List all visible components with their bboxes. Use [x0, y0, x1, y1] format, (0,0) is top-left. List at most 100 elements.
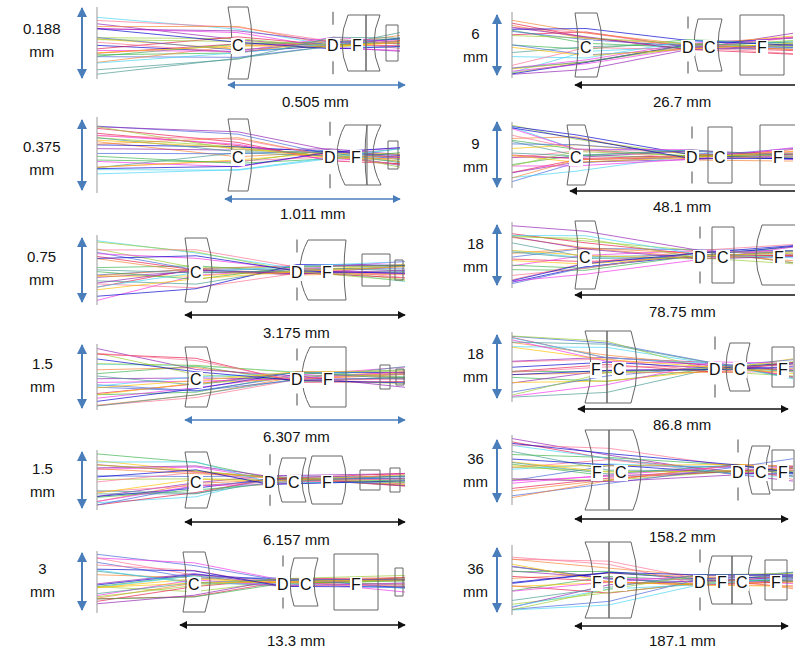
ray [512, 578, 793, 608]
lens-element [585, 542, 609, 618]
lens-element [712, 227, 734, 283]
lens-group [97, 344, 404, 410]
lens-group [97, 450, 400, 510]
lens-letter: F [350, 150, 362, 166]
ray [512, 340, 793, 377]
ray [512, 148, 793, 181]
ray [97, 149, 400, 174]
ray-bundle [97, 554, 405, 603]
size-label: 0.188 mm [23, 17, 61, 64]
lens-element [185, 452, 212, 508]
ray [512, 364, 793, 397]
ray [512, 33, 793, 74]
object-plane [97, 344, 98, 410]
ray [97, 470, 405, 485]
aperture-stop [296, 394, 297, 406]
ray [97, 476, 405, 493]
lens-element [765, 560, 787, 600]
ray [512, 342, 793, 378]
lens-letter: C [613, 575, 627, 591]
lens-element [366, 15, 380, 71]
dimension-label: 187.1 mm [647, 633, 718, 650]
ray [512, 366, 793, 373]
lens-element [380, 365, 390, 389]
ray [512, 37, 793, 71]
ray [512, 128, 793, 159]
lens-element [567, 125, 590, 185]
dimension-label: 86.8 mm [651, 417, 713, 434]
ray [512, 464, 793, 471]
lens-letter: D [681, 40, 695, 56]
object-plane [97, 117, 98, 193]
ray [512, 42, 793, 68]
aperture-stop [332, 61, 333, 74]
ray [97, 261, 405, 300]
dimension-label: 3.175 mm [261, 325, 332, 342]
lens-letter: F [351, 38, 363, 54]
ray [97, 371, 405, 386]
lens-element [609, 430, 641, 510]
ray-bundle [97, 17, 400, 74]
ray [97, 148, 400, 167]
object-plane [512, 545, 513, 615]
ray [97, 475, 405, 493]
aperture-stop [699, 227, 700, 239]
lens-element [302, 347, 346, 407]
ray-bundle [512, 557, 793, 610]
aperture-stop [737, 488, 738, 501]
ray [97, 454, 405, 485]
aperture-stop [329, 122, 330, 136]
aperture-stop [296, 288, 297, 301]
aperture-stop [691, 172, 692, 184]
size-label: 0.75 mm [27, 245, 56, 292]
ray [97, 473, 405, 505]
ray [512, 362, 793, 395]
lens-group [512, 122, 795, 188]
object-plane [97, 551, 98, 613]
dimension-label: 6.157 mm [261, 532, 332, 549]
lens-letter: F [773, 250, 785, 266]
lens-letter: C [189, 475, 203, 491]
object-plane [97, 235, 98, 305]
lens-letter: F [590, 362, 602, 378]
dimension-label: 158.2 mm [647, 529, 718, 546]
ray [512, 368, 793, 374]
lens-letter: D [323, 150, 337, 166]
lens-element [308, 456, 346, 504]
size-label: 3 mm [30, 557, 55, 604]
ray [97, 37, 400, 70]
lens-group [512, 12, 784, 78]
lens-letter: F [321, 265, 333, 281]
lens-element [708, 556, 732, 604]
ray [512, 466, 793, 483]
ray-traces [97, 17, 793, 610]
ray [97, 148, 400, 169]
lens-element [708, 127, 732, 183]
lens-letter: D [326, 38, 340, 54]
ray [97, 372, 405, 383]
size-label: 1.5 mm [30, 457, 55, 504]
lens-element [760, 125, 795, 185]
lens-element [607, 331, 637, 403]
aperture-stop [687, 17, 688, 29]
lens-letter: F [772, 150, 784, 166]
aperture-stop [714, 385, 715, 398]
lens-element [278, 458, 306, 502]
aperture-stop [282, 555, 283, 566]
lens-element [585, 331, 607, 403]
lens-element [756, 225, 795, 285]
size-label: 6 mm [463, 22, 488, 69]
lens-element [334, 554, 378, 610]
lens-letter: F [777, 362, 789, 378]
ray-bundle [512, 439, 793, 498]
size-label: 9 mm [463, 132, 488, 179]
dimension-label: 1.011 mm [278, 206, 348, 223]
ray [97, 349, 405, 388]
lens-element [609, 542, 637, 618]
ray-bundle [97, 454, 405, 505]
ray [512, 150, 793, 156]
ray [512, 571, 793, 581]
ray [97, 267, 405, 290]
aperture-stop [699, 550, 700, 563]
ray [512, 442, 793, 476]
